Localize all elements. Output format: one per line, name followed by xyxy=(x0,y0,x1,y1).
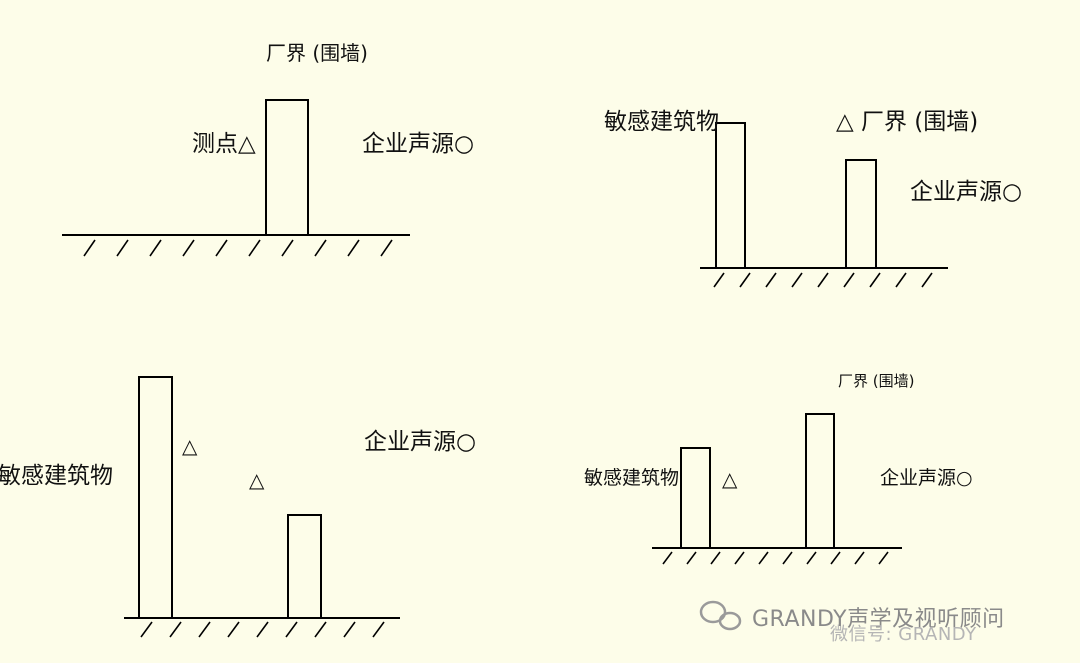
boundary-label: 厂界 (围墙) xyxy=(838,372,915,390)
measuring-point-marker: △ xyxy=(182,434,198,458)
sensitive-building-label: 敏感建筑物 xyxy=(604,109,719,135)
diagram-3 xyxy=(124,376,400,638)
measuring-point-marker: △ xyxy=(722,467,738,491)
ground-hatching xyxy=(83,239,393,257)
measuring-point-marker: △ xyxy=(249,468,265,492)
wechat-icon xyxy=(699,600,742,631)
boundary-wall xyxy=(805,413,835,549)
sensitive-building-label: 敏感建筑物 xyxy=(0,463,113,489)
ground-hatching xyxy=(140,621,385,638)
diagram-1 xyxy=(62,99,410,257)
ground-hatching xyxy=(713,272,933,288)
boundary-wall xyxy=(265,99,309,236)
measuring-point-label: 测点△ xyxy=(192,131,256,157)
sensitive-building-label: 敏感建筑物 xyxy=(584,467,680,489)
watermark-text: GRANDY声学及视听顾问 xyxy=(752,607,1005,632)
sensitive-building xyxy=(715,122,746,269)
boundary-wall xyxy=(845,159,877,269)
noise-source-label: 企业声源○ xyxy=(910,179,1023,205)
sensitive-building xyxy=(138,376,173,619)
diagram-4 xyxy=(652,413,902,565)
boundary-label: 厂界 (围墙) xyxy=(266,41,368,65)
ground-hatching xyxy=(662,551,889,565)
watermark-subtext: 微信号: GRANDY xyxy=(830,624,977,645)
noise-source-label: 企业声源○ xyxy=(362,131,475,157)
sensitive-building xyxy=(680,447,711,549)
boundary-wall xyxy=(287,514,322,619)
boundary-label: △ 厂界 (围墙) xyxy=(836,109,979,135)
noise-source-label: 企业声源○ xyxy=(364,429,477,455)
noise-source-label: 企业声源○ xyxy=(880,467,973,489)
diagram-2 xyxy=(700,122,948,288)
